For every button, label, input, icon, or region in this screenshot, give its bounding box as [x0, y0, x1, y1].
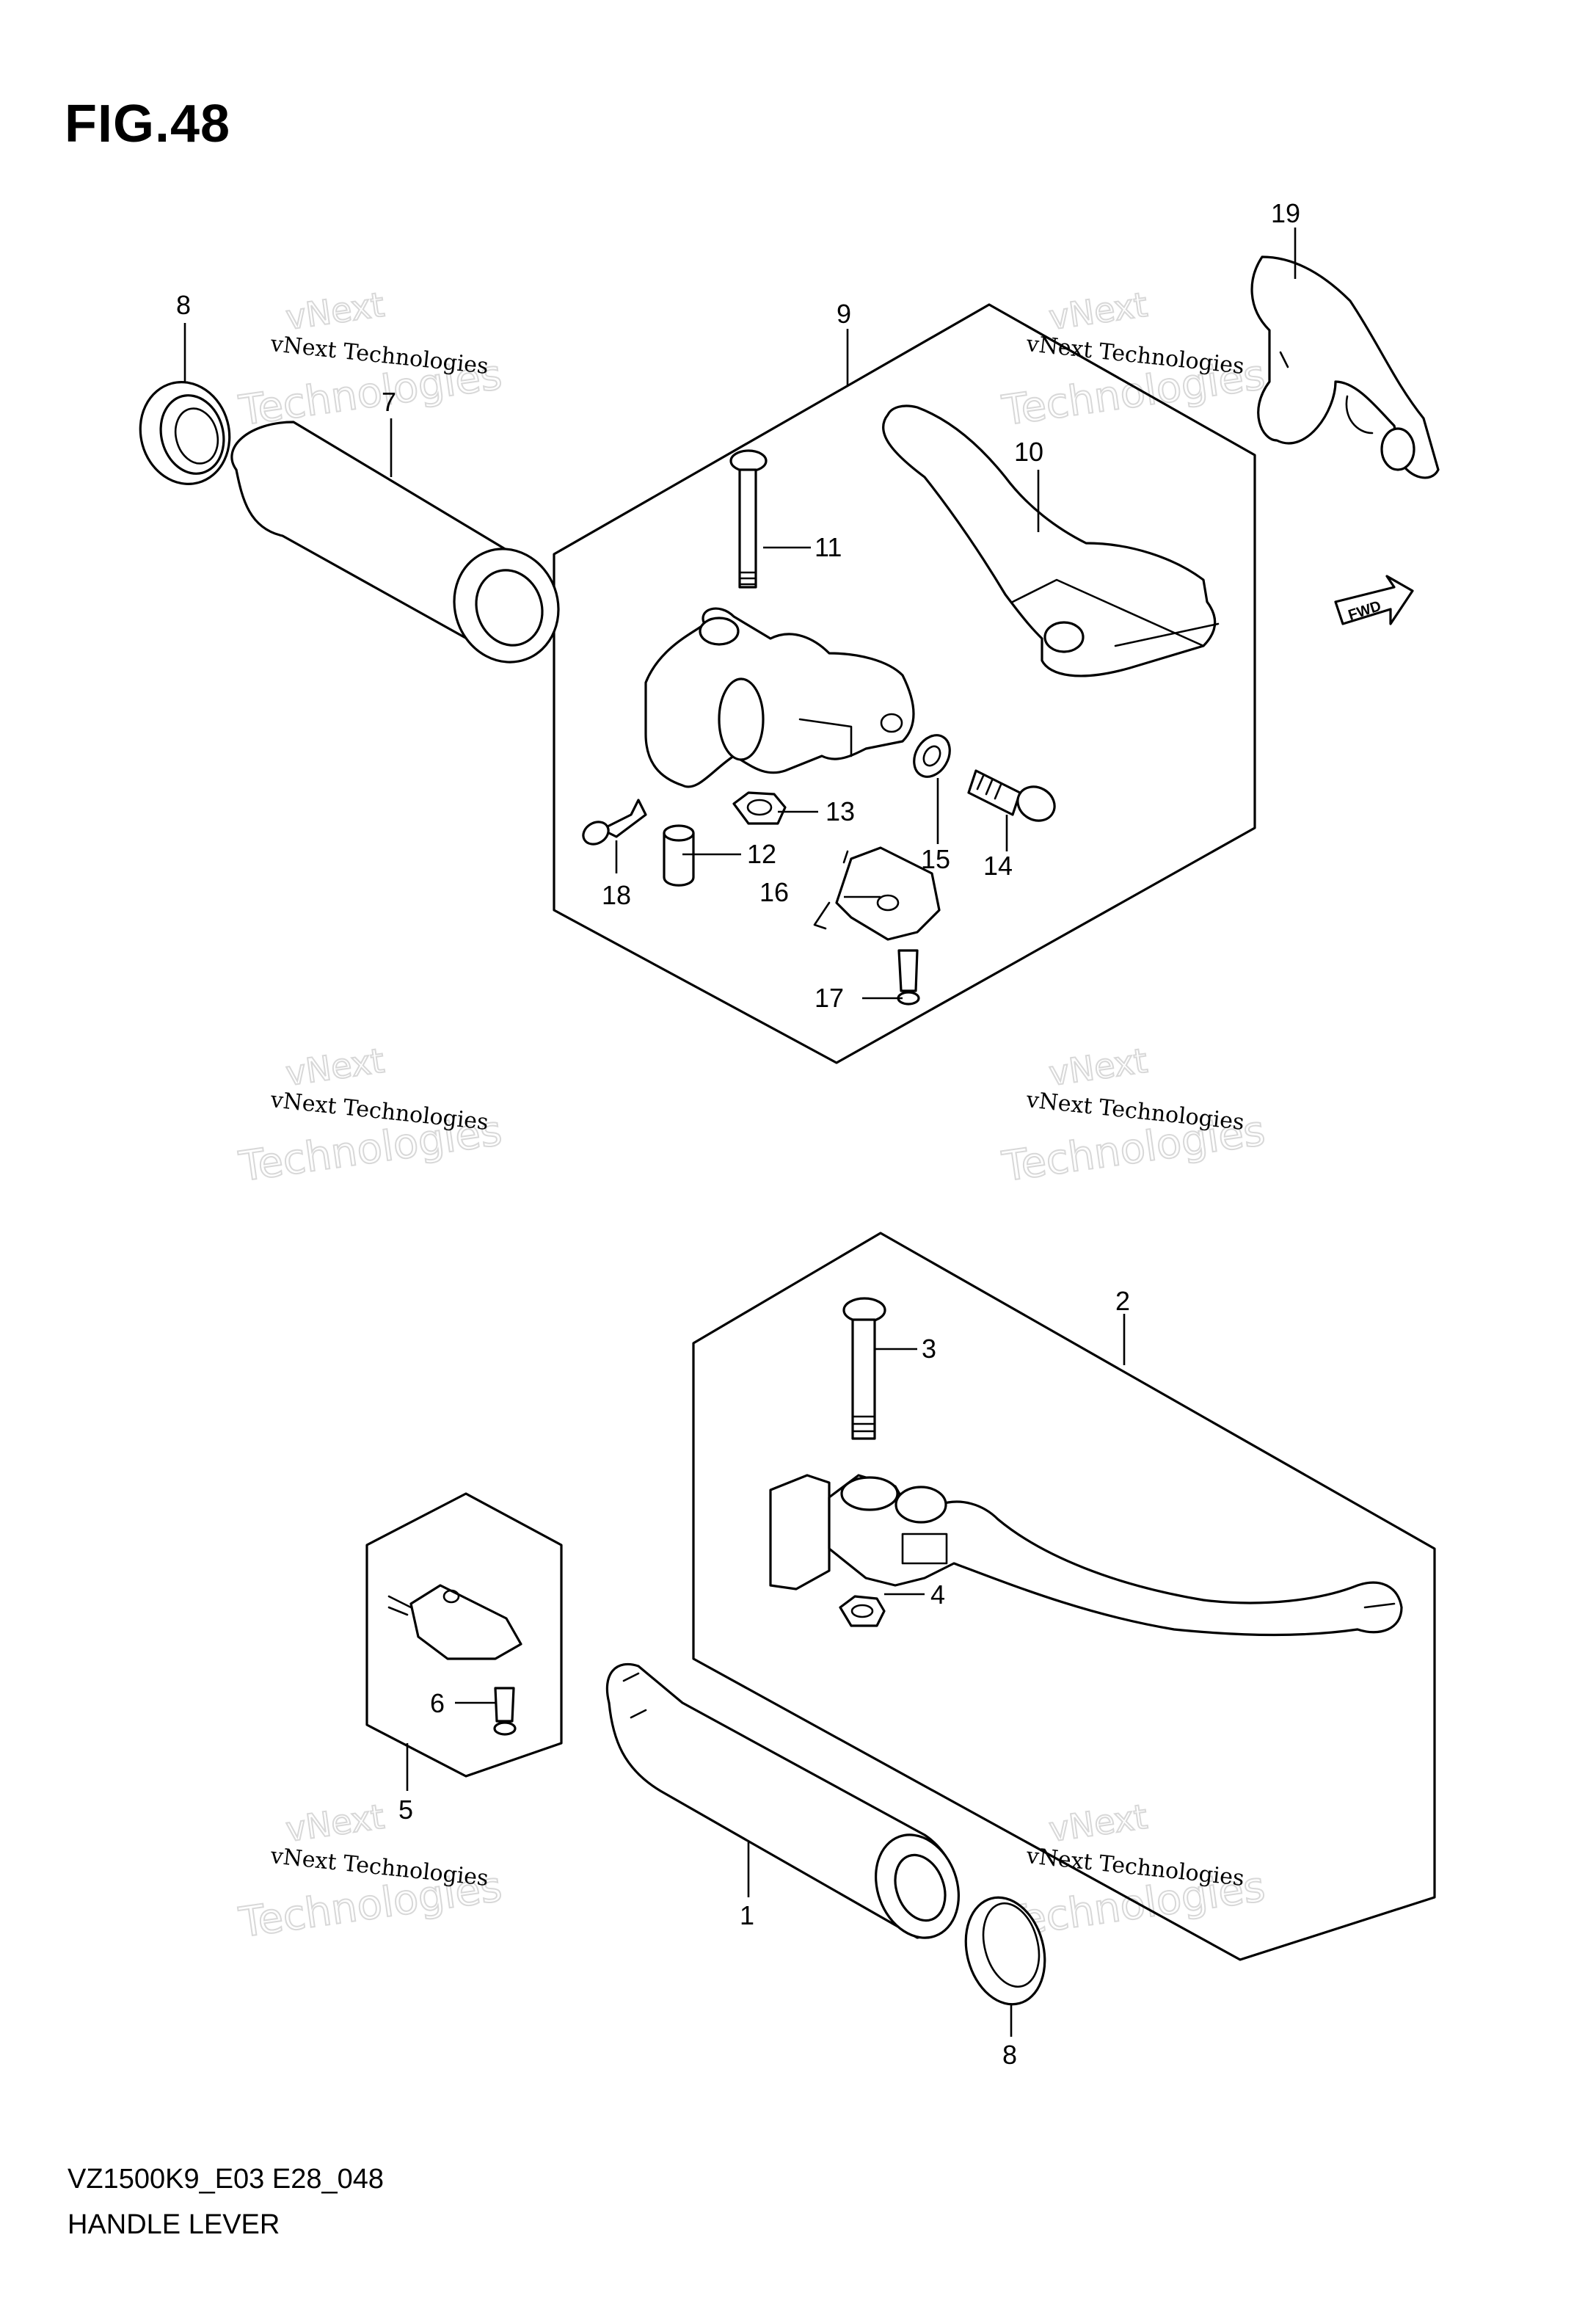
leader-lines: [183, 228, 1297, 2037]
figure-name: HANDLE LEVER: [68, 2209, 280, 2240]
svg-text:vNext: vNext: [283, 285, 387, 338]
callout-12: 12: [747, 839, 776, 869]
callout-13: 13: [826, 796, 855, 826]
callout-19: 19: [1271, 198, 1300, 228]
svg-text:vNext: vNext: [1046, 1041, 1150, 1094]
nut-upper-part: [732, 791, 787, 825]
svg-text:vNext: vNext: [283, 1041, 387, 1094]
lever-assembly-lower-part: [769, 1474, 1403, 1637]
forward-direction-tag: FWD: [1334, 575, 1414, 625]
assembly-box-lower: [692, 1232, 1436, 1961]
callout-11: 11: [815, 532, 842, 562]
adjuster-nut-part: [913, 734, 951, 778]
callout-4: 4: [930, 1579, 945, 1610]
svg-text:vNext: vNext: [1046, 1797, 1150, 1850]
callout-6: 6: [430, 1688, 445, 1718]
switch-screw-upper-part: [897, 949, 920, 1006]
callout-14: 14: [983, 851, 1013, 881]
end-cap-upper-part: [139, 381, 231, 485]
end-cap-lower-part: [964, 1896, 1046, 2006]
callout-7: 7: [382, 387, 396, 417]
callout-9: 9: [837, 299, 851, 329]
callout-2: 2: [1115, 1286, 1130, 1316]
callout-labels: 8 7 9 19 10 11 12 13 14 15 16 17 18 2 3 …: [176, 198, 1300, 2070]
callout-8-upper: 8: [176, 290, 191, 320]
model-code: VZ1500K9_E03 E28_048: [68, 2164, 385, 2195]
pivot-bolt-upper-part: [729, 449, 768, 589]
switch-screw-part: [493, 1687, 517, 1736]
callout-1: 1: [740, 1900, 754, 1930]
svg-text:vNext: vNext: [283, 1797, 387, 1850]
clutch-lever-part: [882, 404, 1220, 677]
assembly-box-upper: [553, 303, 1256, 1064]
callout-17: 17: [815, 983, 844, 1013]
spacer-part: [663, 824, 695, 887]
callout-5: 5: [398, 1795, 413, 1825]
callout-10: 10: [1014, 437, 1043, 467]
callout-3: 3: [922, 1334, 936, 1364]
pivot-bolt-lower-part: [842, 1297, 886, 1440]
grip-upper-part: [230, 421, 560, 664]
grip-lower-part: [605, 1662, 961, 1939]
callout-8-lower: 8: [1002, 2040, 1017, 2070]
adjuster-bolt-part: [967, 769, 1056, 822]
svg-text:vNext: vNext: [1046, 285, 1150, 338]
boot-part: [1250, 255, 1440, 479]
nut-lower-part: [839, 1595, 886, 1627]
switch-assembly-part: [387, 1584, 522, 1660]
callout-16: 16: [759, 877, 789, 907]
lever-holder-part: [644, 607, 915, 788]
callout-15: 15: [921, 844, 950, 874]
switch-box: [365, 1492, 563, 1778]
holder-bolt-part: [582, 799, 647, 846]
figure-title: FIG.48: [65, 95, 231, 153]
callout-18: 18: [602, 880, 631, 910]
switch-upper-part: [813, 846, 941, 941]
